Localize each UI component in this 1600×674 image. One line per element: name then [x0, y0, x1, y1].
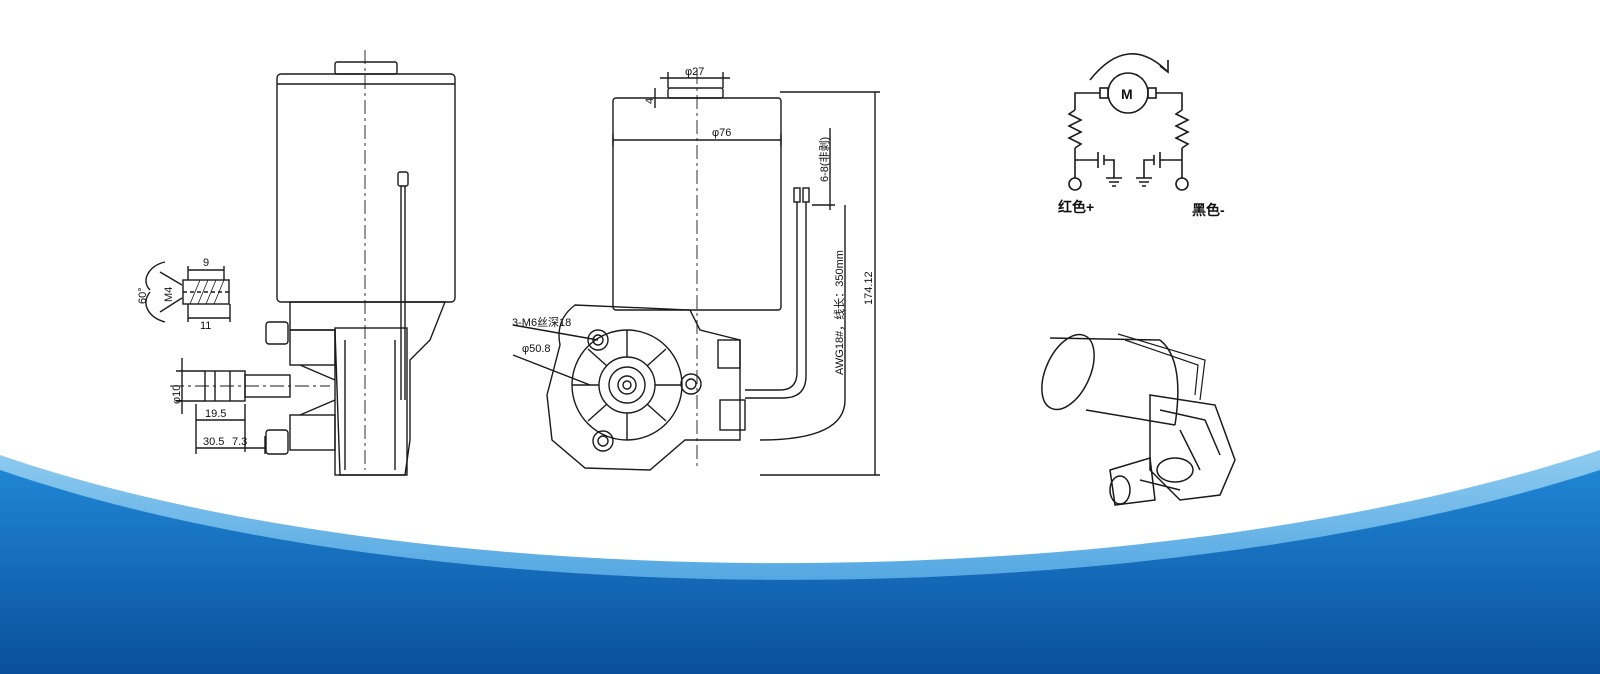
thread-width-top-label: 9: [203, 257, 209, 269]
thread-size-label: M4: [163, 287, 175, 302]
total-height-label: 174.12: [863, 271, 875, 305]
blue-wave-band: [0, 450, 1600, 674]
shaft-length-3-label: 7.3: [232, 436, 247, 448]
motor-symbol-label: M: [1121, 86, 1133, 102]
wire-spec-label: AWG18#，线长：350mm: [832, 250, 846, 375]
thread-angle-label: 60°: [137, 287, 149, 304]
black-negative-label: 黑色-: [1192, 202, 1225, 218]
shaft-length-2-label: 30.5: [203, 436, 224, 448]
body-diameter-label: φ76: [712, 127, 731, 139]
thread-width-bottom-label: 11: [200, 320, 211, 332]
wiring-diagram: [1067, 53, 1190, 191]
red-positive-label: 红色+: [1058, 199, 1094, 215]
front-view-drawing: [512, 70, 880, 476]
wire-strip-label: 6-8(非剥): [818, 137, 831, 182]
pcd-diameter-label: φ50.8: [522, 343, 551, 355]
side-view-drawing: [145, 50, 456, 476]
top-height-label: 4: [644, 98, 656, 104]
mounting-holes-label: 3-M6丝深18: [512, 316, 571, 329]
shaft-length-1-label: 19.5: [205, 408, 226, 420]
isometric-motor-view: [1041, 333, 1236, 506]
shaft-diameter-label: φ10: [171, 385, 183, 404]
top-diameter-label: φ27: [685, 66, 704, 78]
thread-detail: [145, 261, 231, 323]
